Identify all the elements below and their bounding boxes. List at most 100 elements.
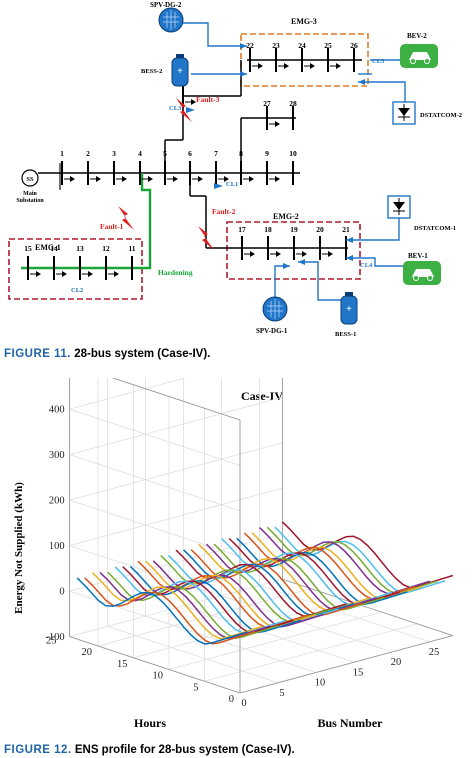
back-wall-gridline	[69, 396, 283, 455]
emg2-boundary	[226, 221, 361, 280]
load-arrow-5	[173, 176, 178, 182]
fault1-symbol: Fault-1	[100, 206, 134, 231]
emg1-label: EMG-1	[35, 243, 61, 252]
y-tick-25: 25	[46, 635, 57, 646]
hardening-line	[21, 173, 152, 270]
figure12-caption-text: ENS profile for 28-bus system (Case-IV).	[74, 744, 295, 756]
bus-label-11: 11	[128, 244, 135, 253]
z-tick--100: -100	[45, 632, 64, 643]
bus-label-9: 9	[265, 149, 269, 158]
x-tick-20: 20	[391, 657, 402, 668]
load-arrow-13	[88, 271, 93, 277]
svg-text:+: +	[346, 304, 352, 315]
load-arrow-22	[258, 63, 263, 69]
cl1-arrow	[214, 183, 223, 189]
bus-label-24: 24	[298, 41, 306, 50]
load-arrow-25	[336, 63, 341, 69]
z-axis-label: Energy Not Supplied (kWh)	[13, 482, 25, 614]
cl2-label: CL2	[71, 287, 83, 294]
load-arrow-2	[96, 176, 101, 182]
load-arrow-17	[250, 251, 255, 257]
bev2-label: BEV-2	[407, 32, 427, 40]
load-arrow-23	[284, 63, 289, 69]
bess1-label: BESS-1	[335, 331, 356, 338]
ss-label: SS	[26, 176, 34, 183]
cl5-label: CL5	[372, 58, 385, 65]
bus-label-7: 7	[214, 149, 218, 158]
y-tick-10: 10	[153, 671, 164, 682]
bus-label-15: 15	[24, 244, 32, 253]
z-tick-100: 100	[49, 541, 65, 552]
series-bus-1	[76, 577, 248, 645]
bus-label-5: 5	[163, 149, 167, 158]
floor-gridline	[97, 588, 311, 647]
bus-label-23: 23	[272, 41, 280, 50]
side-wall-gridline	[111, 378, 241, 421]
figure11-caption-label: FIGURE 11.	[4, 348, 71, 360]
y-axis-label: Hours	[134, 716, 166, 730]
load-arrow-6	[198, 176, 203, 182]
dstatcom1-label: DSTATCOM-1	[414, 225, 456, 232]
bus-label-26: 26	[350, 41, 358, 50]
main-feeder	[38, 60, 300, 249]
bus-label-6: 6	[188, 149, 192, 158]
x-tick-15: 15	[353, 667, 364, 678]
load-arrow-3	[122, 176, 127, 182]
bus-label-21: 21	[342, 225, 350, 234]
spv-dg1-label: SPV-DG-1	[256, 327, 288, 335]
figure12-caption: FIGURE 12. ENS profile for 28-bus system…	[4, 744, 295, 756]
bess2-label: BESS-2	[141, 68, 162, 75]
hardening-label: Hardening	[158, 268, 193, 277]
x-tick-10: 10	[315, 678, 326, 689]
chart-title: Case-IV	[241, 389, 283, 403]
back-wall-gridline	[69, 378, 187, 410]
emg2-label: EMG-2	[273, 212, 299, 221]
figure11-caption: FIGURE 11. 28-bus system (Case-IV).	[4, 348, 210, 360]
x-axis-label: Bus Number	[317, 716, 383, 730]
load-arrow-20	[328, 251, 333, 257]
load-arrow-1	[70, 176, 75, 182]
load-arrow-27	[275, 121, 280, 127]
load-arrow-8	[249, 176, 254, 182]
bus-label-19: 19	[290, 225, 298, 234]
bus-label-10: 10	[289, 149, 297, 158]
floor-gridline	[168, 611, 382, 670]
emg3-boundary	[240, 33, 369, 87]
bus-label-28: 28	[289, 99, 297, 108]
fault2-symbol: Fault-2	[198, 207, 236, 250]
spv-dg1-symbol	[262, 296, 288, 322]
z-tick-400: 400	[49, 405, 65, 416]
emg3-label: EMG-3	[291, 17, 317, 26]
bus-label-14: 14	[50, 244, 58, 253]
axis-box-edge	[111, 378, 241, 421]
y-tick-15: 15	[117, 659, 128, 670]
ens-3d-plot: Case-IV 5004003002001000-100252015105005…	[13, 378, 454, 730]
bus-label-22: 22	[246, 41, 254, 50]
bus-label-3: 3	[112, 149, 116, 158]
plot-series	[76, 521, 454, 645]
load-arrow-19	[302, 251, 307, 257]
fault3-label: Fault-3	[196, 95, 220, 104]
bus-label-12: 12	[102, 244, 110, 253]
load-arrow-16	[191, 99, 196, 105]
bess2-symbol: +	[171, 54, 189, 87]
bus-label-8: 8	[239, 149, 243, 158]
y-tick-5: 5	[193, 682, 198, 693]
z-tick-0: 0	[59, 587, 64, 598]
bus-label-17: 17	[238, 225, 246, 234]
bus-label-18: 18	[264, 225, 272, 234]
load-arrow-9	[275, 176, 280, 182]
x-tick-5: 5	[279, 688, 284, 699]
svg-text:+: +	[177, 66, 183, 77]
bus-label-4: 4	[138, 149, 142, 158]
floor-gridline	[204, 623, 418, 682]
load-arrow-15	[36, 271, 41, 277]
load-arrow-14	[62, 271, 67, 277]
z-tick-300: 300	[49, 450, 65, 461]
bev1-label: BEV-1	[408, 252, 428, 260]
cl3-label: CL3	[169, 105, 182, 112]
figure12-caption-label: FIGURE 12.	[4, 744, 72, 756]
